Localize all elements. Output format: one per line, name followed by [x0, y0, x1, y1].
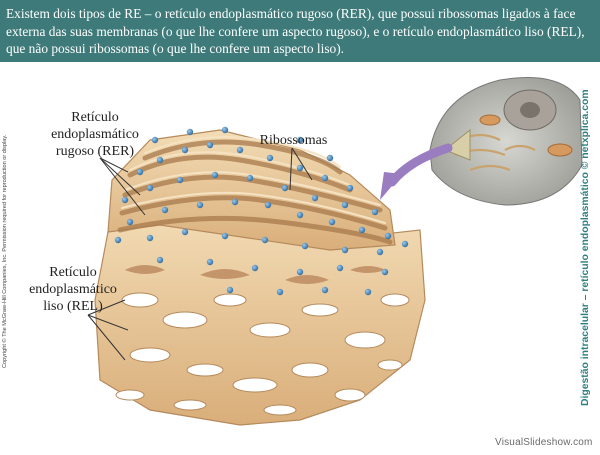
smooth-er — [94, 209, 426, 426]
header-text: Existem dois tipos de RE – o retículo en… — [6, 6, 585, 56]
label-rer: Retículo endoplasmático rugoso (RER) — [51, 110, 139, 159]
ribosomes — [114, 126, 409, 296]
watermark: VisualSlideshow.com — [495, 437, 593, 448]
pointer-lines — [87, 147, 313, 361]
er-diagram — [87, 77, 583, 426]
arrow-icon — [380, 143, 453, 200]
label-rel: Retículo endoplasmático liso (REL) — [29, 265, 117, 314]
side-caption: Digestão intracelular – retículo endopla… — [578, 88, 596, 408]
label-ribosomes: Ribossomas — [259, 133, 328, 148]
cell-inset — [429, 77, 583, 206]
side-caption-text: Digestão intracelular – retículo endopla… — [580, 89, 591, 406]
header-banner: Existem dois tipos de RE – o retículo en… — [0, 0, 600, 62]
